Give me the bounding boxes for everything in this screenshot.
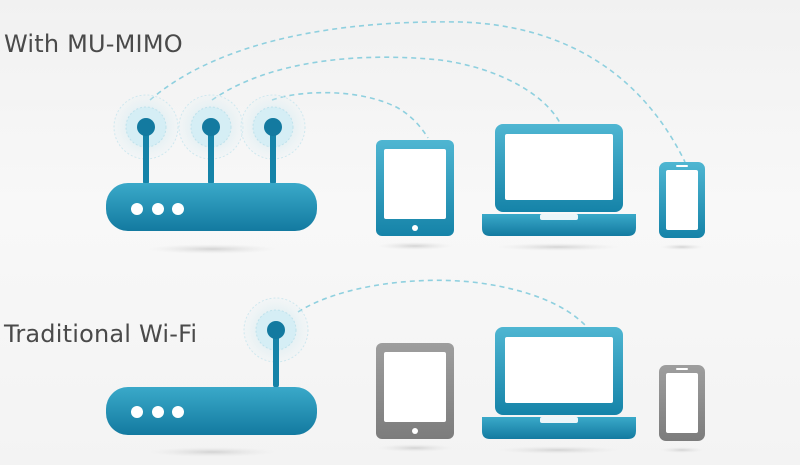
mumimo-section-label: With MU-MIMO [4, 30, 183, 58]
traditional-section-label: Traditional Wi-Fi [4, 320, 198, 348]
router-icon [106, 387, 317, 457]
router-icon [106, 183, 317, 254]
antenna-icon [113, 94, 179, 185]
mumimo-section [106, 21, 705, 254]
signal-link-to-laptop [211, 56, 561, 124]
signal-link-to-laptop [297, 279, 586, 326]
tablet-icon [376, 140, 454, 250]
antenna-icon [240, 94, 306, 185]
signal-link-to-tablet [271, 91, 429, 139]
traditional-section [106, 279, 705, 457]
tablet-icon [376, 343, 454, 452]
antenna-icon [178, 94, 244, 185]
smartphone-icon [659, 162, 705, 250]
mumimo-signal-links [149, 21, 686, 163]
antenna-icon [243, 297, 309, 388]
smartphone-icon [659, 365, 705, 453]
laptop-icon [482, 124, 636, 251]
router-antennas [113, 94, 306, 185]
laptop-icon [482, 327, 636, 454]
signal-link-to-phone [149, 21, 686, 163]
